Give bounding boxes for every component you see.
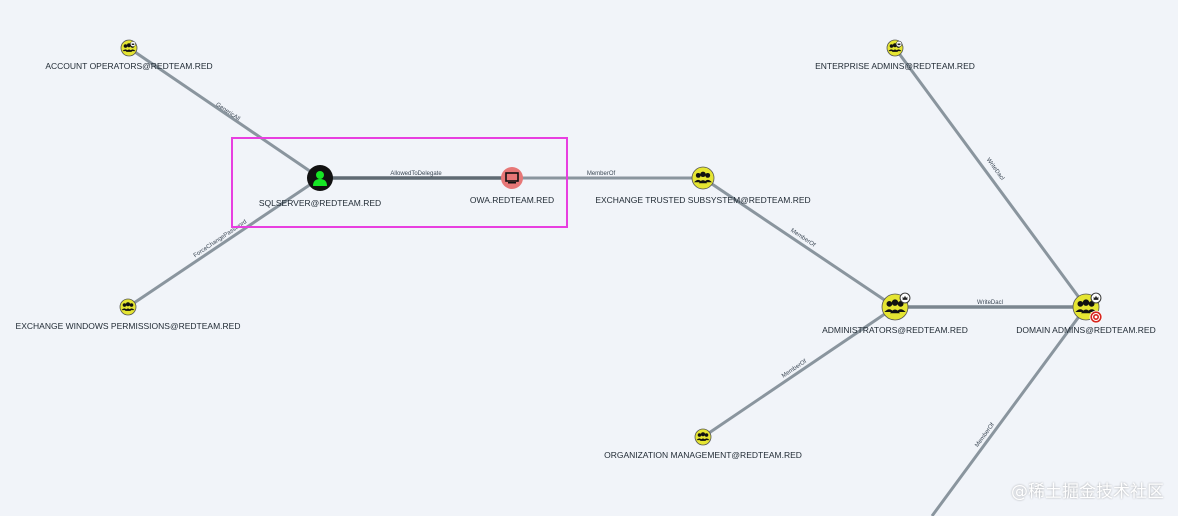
node-exchange-trusted[interactable] [691,166,715,190]
high-value-icon [1090,292,1102,304]
edge-writedacl-enterprise[interactable] [893,47,1088,308]
edge-memberof-orgmgmt[interactable] [702,305,896,439]
target-icon [1089,310,1103,324]
label-exchange-windows: EXCHANGE WINDOWS PERMISSIONS@REDTEAM.RED [16,321,241,331]
high-value-icon [895,40,903,48]
node-enterprise-admins[interactable] [886,39,904,57]
watermark: @稀土掘金技术社区 [1011,482,1164,502]
node-domain-admins[interactable] [1072,292,1103,324]
label-sqlserver: SQLSERVER@REDTEAM.RED [259,198,381,208]
high-value-icon [899,292,911,304]
computer-icon [505,172,519,184]
label-account-operators: ACCOUNT OPERATORS@REDTEAM.RED [45,61,212,71]
edge-label-allowedtodelegate: AllowedToDelegate [390,171,442,177]
edge-genericall[interactable] [128,46,321,180]
label-administrators: ADMINISTRATORS@REDTEAM.RED [822,325,968,335]
node-owa[interactable] [501,167,523,189]
node-administrators[interactable] [881,292,911,321]
node-org-management[interactable] [694,428,712,446]
node-sqlserver[interactable] [307,165,333,191]
label-exchange-trusted: EXCHANGE TRUSTED SUBSYSTEM@REDTEAM.RED [595,195,810,205]
label-owa: OWA.REDTEAM.RED [470,195,554,205]
edge-labels: GenericAll AllowedToDelegate MemberOf Fo… [193,102,1005,449]
label-enterprise-admins: ENTERPRISE ADMINS@REDTEAM.RED [815,61,975,71]
edges [127,46,1088,516]
label-domain-admins: DOMAIN ADMINS@REDTEAM.RED [1016,325,1155,335]
high-value-icon [130,41,136,47]
edge-label-writedacl-admins: WriteDacl [977,300,1003,306]
edge-label-genericall: GenericAll [214,102,240,122]
edge-label-memberof-owa: MemberOf [587,171,616,177]
user-icon [313,171,327,186]
edge-forcechangepassword[interactable] [127,176,321,309]
edge-memberof-trusted[interactable] [702,176,896,309]
edge-label-writedacl-enterprise: WriteDacl [985,157,1005,181]
label-org-management: ORGANIZATION MANAGEMENT@REDTEAM.RED [604,450,802,460]
node-exchange-windows[interactable] [119,298,137,316]
edge-label-forcechangepassword: ForceChangePassword [193,219,248,259]
node-account-operators[interactable] [120,39,138,57]
highlight-box [231,137,568,228]
edge-memberof-domainadmins[interactable] [930,306,1088,516]
